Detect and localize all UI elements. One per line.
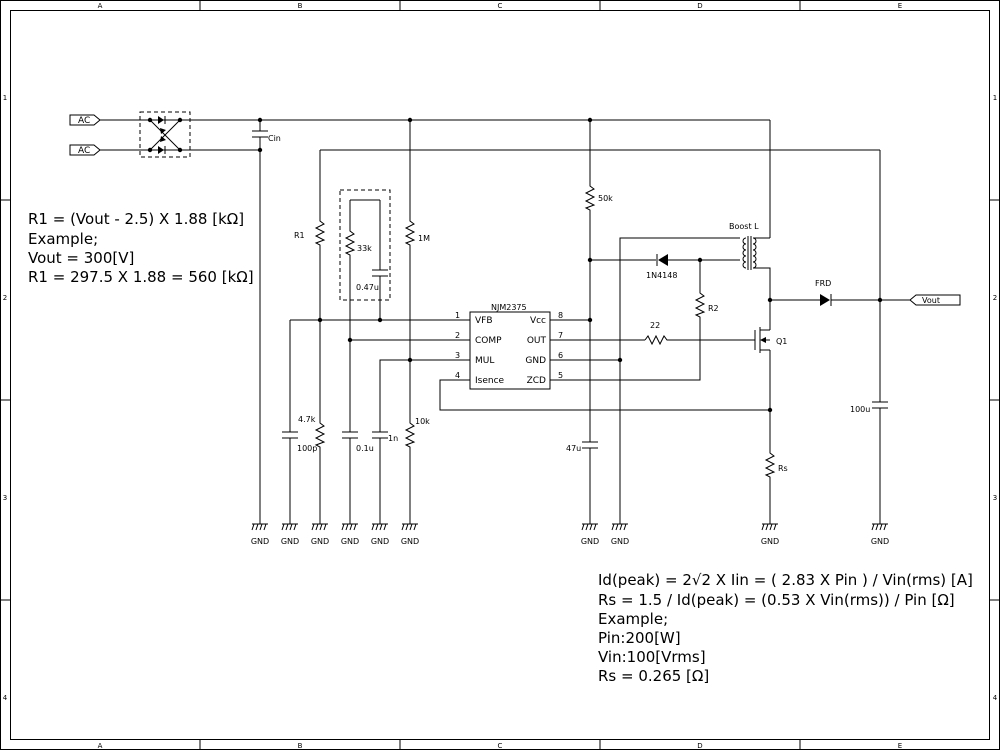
ac-port-label: AC	[78, 116, 90, 126]
note-line: R1 = 297.5 X 1.88 = 560 [kΩ]	[28, 268, 254, 286]
gnd-label: GND	[611, 537, 629, 546]
ic-pin-num: 1	[455, 311, 460, 320]
row-label-left: 1	[3, 94, 7, 102]
r50k-label: 50k	[598, 194, 613, 203]
ac-port-label: AC	[78, 146, 90, 156]
col-label-bottom: B	[298, 742, 303, 750]
ic-pin-name: Isence	[475, 376, 505, 386]
c1n-label: 1n	[388, 434, 398, 443]
note-r1-formula: R1 = (Vout - 2.5) X 1.88 [kΩ] Example; V…	[28, 210, 254, 286]
component-labels: Cin R1 33k 0.47u 1M 50k Boost L 1N4148 R…	[268, 134, 940, 473]
note-line: R1 = (Vout - 2.5) X 1.88 [kΩ]	[28, 210, 244, 228]
ic-pin-num: 4	[455, 371, 460, 380]
row-label-right: 1	[993, 94, 997, 102]
col-label-top: C	[498, 2, 503, 10]
vout-label: Vout	[922, 296, 940, 305]
note-rs-formula: Id(peak) = 2√2 X Iin = ( 2.83 X Pin ) / …	[598, 571, 973, 685]
ic-pin-num: 7	[558, 331, 563, 340]
ic-pin-name: Vcc	[530, 316, 546, 326]
boost-l-label: Boost L	[729, 222, 759, 231]
c047-label: 0.47u	[356, 283, 379, 292]
r22-label: 22	[650, 321, 660, 330]
row-label-right: 3	[993, 494, 997, 502]
note-line: Vout = 300[V]	[28, 249, 134, 267]
r33k-label: 33k	[357, 244, 372, 253]
note-line: Rs = 0.265 [Ω]	[598, 667, 709, 685]
wires	[180, 117, 961, 520]
ic-pin-num: 8	[558, 311, 563, 320]
note-line: Example;	[598, 610, 668, 628]
row-label-left: 2	[3, 294, 7, 302]
c100p-label: 100p	[297, 444, 317, 453]
ic-pin-name: COMP	[475, 336, 502, 346]
ic-pin-name: VFB	[475, 316, 493, 326]
r1m-label: 1M	[418, 234, 430, 243]
ground-labels: GND GND GND GND GND GND GND GND GND GND	[251, 537, 889, 546]
gnd-label: GND	[871, 537, 889, 546]
c01u-label: 0.1u	[356, 444, 374, 453]
row-label-left: 3	[3, 494, 7, 502]
gnd-label: GND	[581, 537, 599, 546]
ic-pin-num: 5	[558, 371, 563, 380]
note-line: Rs = 1.5 / Id(peak) = (0.53 X Vin(rms)) …	[598, 591, 955, 609]
note-line: Id(peak) = 2√2 X Iin = ( 2.83 X Pin ) / …	[598, 571, 973, 589]
ic-pin-name: OUT	[527, 336, 547, 346]
gnd-label: GND	[311, 537, 329, 546]
gnd-label: GND	[371, 537, 389, 546]
ac-port-1: AC	[69, 114, 101, 126]
col-label-bottom: C	[498, 742, 503, 750]
col-label-bottom: A	[98, 742, 103, 750]
ic-pin-num: 6	[558, 351, 563, 360]
ic-pin-num: 3	[455, 351, 460, 360]
r10k-label: 10k	[415, 417, 430, 426]
rs-label: Rs	[778, 464, 788, 473]
col-label-top: E	[898, 2, 902, 10]
ic-pin-name: MUL	[475, 356, 494, 366]
ic-njm2375: NJM2375 1 2 3 4 VFB COMP MUL Isence 8 7 …	[455, 303, 570, 390]
col-label-bottom: D	[697, 742, 702, 750]
row-label-left: 4	[3, 694, 8, 702]
r1-label: R1	[294, 231, 305, 240]
cin-label: Cin	[268, 134, 281, 143]
ic-name: NJM2375	[491, 303, 527, 312]
col-label-top: B	[298, 2, 303, 10]
diode-1n4148-label: 1N4148	[646, 271, 677, 280]
note-line: Example;	[28, 230, 98, 248]
gnd-label: GND	[401, 537, 419, 546]
frame-labels: A B C D E A B C D E 1 2 3 4 1 2 3 4	[3, 2, 998, 750]
col-label-bottom: E	[898, 742, 902, 750]
ic-pin-name: GND	[525, 356, 546, 366]
row-label-right: 2	[993, 294, 997, 302]
r2-label: R2	[708, 304, 719, 313]
frd-label: FRD	[815, 279, 831, 288]
gnd-label: GND	[341, 537, 359, 546]
gnd-label: GND	[761, 537, 779, 546]
gnd-label: GND	[281, 537, 299, 546]
ac-port-2: AC	[69, 144, 101, 156]
ground-symbols	[251, 519, 889, 531]
q1-label: Q1	[776, 337, 787, 346]
col-label-top: A	[98, 2, 103, 10]
gnd-label: GND	[251, 537, 269, 546]
bridge-rectifier	[100, 111, 191, 158]
ic-pin-name: ZCD	[527, 376, 546, 386]
c47u-label: 47u	[566, 444, 581, 453]
note-line: Vin:100[Vrms]	[598, 648, 706, 666]
note-line: Pin:200[W]	[598, 629, 681, 647]
ic-pin-num: 2	[455, 331, 460, 340]
r47k-label: 4.7k	[298, 415, 316, 424]
col-label-top: D	[697, 2, 702, 10]
row-label-right: 4	[993, 694, 998, 702]
c100u-label: 100u	[850, 405, 870, 414]
